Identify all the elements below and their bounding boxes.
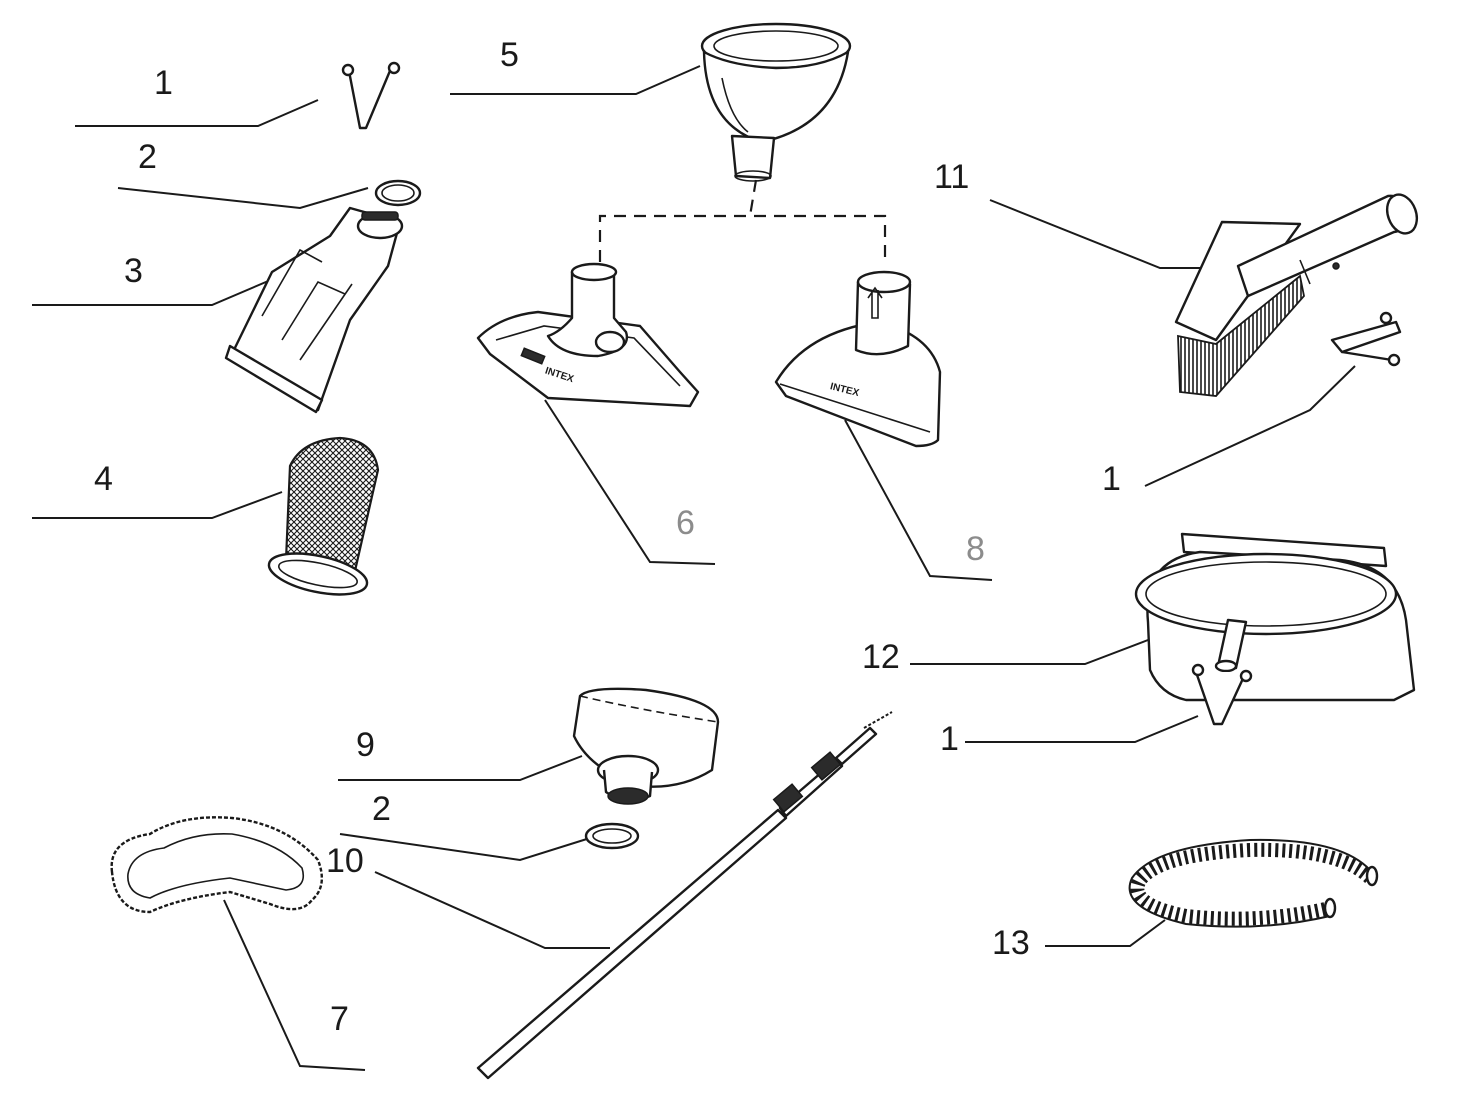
leader-11 — [989, 199, 1222, 269]
leaf-skimmer — [1134, 532, 1416, 726]
leader-6 — [544, 399, 716, 565]
callout-5: 5 — [500, 36, 519, 74]
leader-5 — [450, 65, 701, 95]
clip-pin-right — [1330, 311, 1402, 367]
callout-3: 3 — [124, 252, 143, 290]
filter-mesh-bag — [267, 436, 380, 596]
o-ring-lower — [584, 822, 640, 850]
leader-2-top — [117, 187, 369, 210]
callout-8: 8 — [966, 530, 985, 568]
callout-2-top: 2 — [138, 138, 157, 176]
callout-4: 4 — [94, 460, 113, 498]
callout-13: 13 — [992, 924, 1030, 962]
leader-10 — [374, 871, 610, 949]
connector-dashed-line — [598, 214, 887, 262]
leader-1-lower — [965, 715, 1199, 743]
wall-brush — [1174, 193, 1419, 397]
leader-9 — [338, 755, 583, 781]
vacuum-funnel — [700, 22, 852, 182]
callout-1-lower: 1 — [940, 720, 959, 758]
callout-7: 7 — [330, 1000, 349, 1038]
callout-10: 10 — [326, 842, 364, 880]
telescopic-pole — [476, 711, 893, 1080]
leader-8 — [844, 419, 993, 581]
leader-7 — [223, 899, 366, 1071]
callout-2-lower: 2 — [372, 790, 391, 828]
callout-1-right: 1 — [1102, 460, 1121, 498]
clip-pin-top — [341, 61, 401, 130]
callout-1-top: 1 — [154, 64, 173, 102]
vacuum-head-curved: INTEX — [774, 270, 942, 448]
leader-12 — [910, 639, 1149, 665]
leader-3 — [32, 275, 281, 306]
leader-1-right — [1144, 365, 1356, 487]
callout-9: 9 — [356, 726, 375, 764]
leader-4 — [32, 491, 283, 519]
o-ring-upper — [374, 179, 422, 207]
leader-13 — [1045, 919, 1166, 947]
leader-lines — [32, 65, 1356, 1071]
leader-1-top — [75, 99, 319, 127]
connector-dashed-stem — [748, 179, 758, 217]
rubber-seal-frame — [110, 816, 324, 914]
callout-12: 12 — [862, 638, 900, 676]
debris-collector-head — [224, 206, 404, 414]
vacuum-head-flat: INTEX — [476, 262, 700, 408]
coiled-hose — [1128, 838, 1379, 928]
hose-adapter-nut — [572, 687, 720, 805]
callout-11: 11 — [934, 158, 970, 196]
leader-2-lower — [339, 833, 591, 862]
callout-6: 6 — [676, 504, 695, 542]
